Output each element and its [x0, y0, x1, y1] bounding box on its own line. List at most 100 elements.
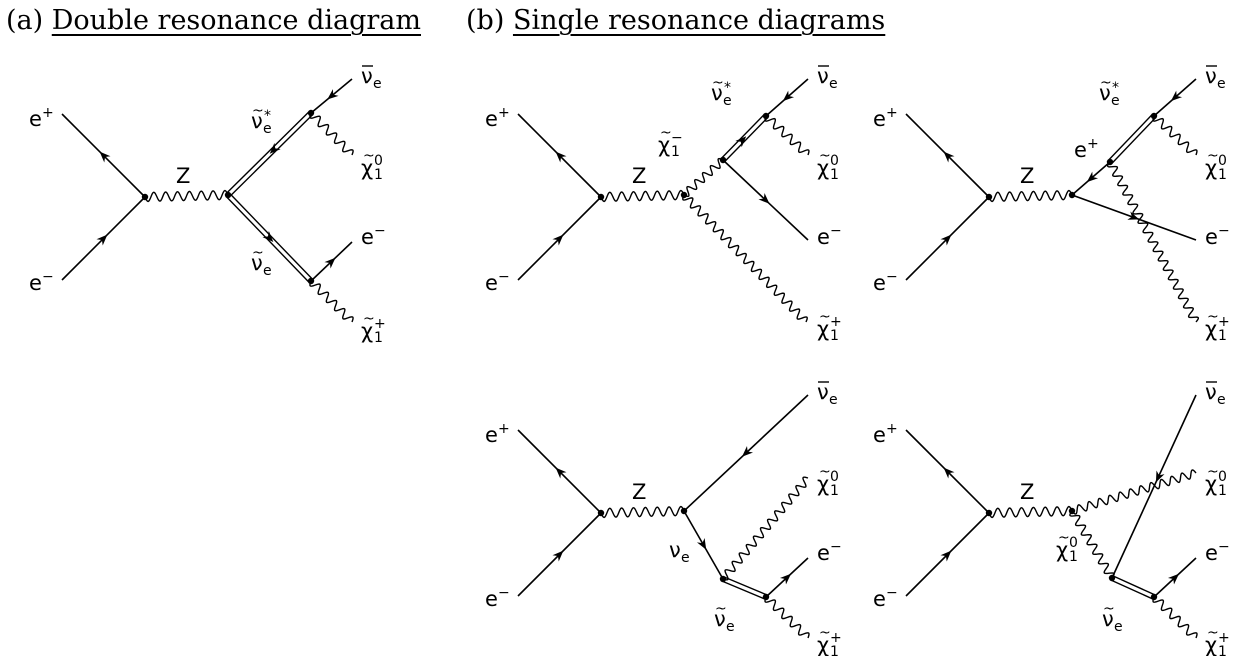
- snu-star-propagator-rail: [724, 117, 769, 163]
- nubar-label-sub: e: [829, 392, 838, 408]
- vertex-dot: [1068, 507, 1076, 515]
- vertex-dot: [1150, 593, 1158, 601]
- snu-star-label: ν: [711, 81, 723, 105]
- e-minus-out-label-sign: −: [1218, 539, 1230, 555]
- chi0-label-tilde: ~: [1207, 464, 1219, 480]
- electron-out-line: [722, 159, 809, 241]
- snu-label: ν: [714, 607, 726, 631]
- chi0-label-sup: 0: [1218, 153, 1227, 169]
- nubar-label-sub: e: [373, 76, 382, 92]
- heading-b-tag: (b): [466, 5, 505, 36]
- snu-propagator-rail: [1112, 575, 1156, 596]
- vertex-dot: [141, 193, 149, 201]
- heading-a-tag: (a): [6, 5, 44, 36]
- snu-star-propagator-rail: [225, 110, 310, 194]
- nubar-label-sub: e: [1217, 76, 1226, 92]
- snu-star-propagator-rail: [1107, 113, 1153, 161]
- e-minus-label-sign: −: [42, 269, 54, 285]
- e-minus-label: e: [485, 271, 498, 295]
- electron-line: [905, 512, 990, 597]
- positron-line: [905, 113, 990, 198]
- heading-b: (b) Single resonance diagrams: [466, 4, 885, 38]
- z-boson-label: Z: [176, 164, 190, 188]
- nubar-label: ν: [1205, 380, 1217, 404]
- chi-plus-label-tilde: ~: [1207, 309, 1219, 325]
- snu-label-sub: e: [263, 263, 272, 279]
- chi0-internal-label-sup: 0: [1069, 535, 1078, 551]
- chi-plus-label: χ: [1205, 317, 1217, 341]
- vertex-dot: [762, 593, 770, 601]
- vertex-dot: [307, 277, 315, 285]
- chi-plus-label: χ: [1205, 633, 1217, 656]
- chi0-label-sup: 0: [1218, 469, 1227, 485]
- e-minus-out-label-sign: −: [830, 223, 842, 239]
- snu-label-tilde: ~: [252, 245, 264, 261]
- heading-b-title: Single resonance diagrams: [512, 5, 886, 36]
- chi0-internal-label: χ: [1056, 538, 1068, 562]
- e-minus-out-label: e: [361, 225, 374, 249]
- z-boson-label: Z: [632, 480, 646, 504]
- chi-plus-label-tilde: ~: [819, 309, 831, 325]
- chi-minus-label: χ: [658, 133, 670, 157]
- vertex-dot: [1068, 191, 1076, 199]
- chi0-internal-line: [1069, 510, 1115, 579]
- positron-line: [905, 429, 990, 514]
- electron-line: [517, 512, 602, 597]
- e-minus-label: e: [29, 271, 42, 295]
- chi0-line: [764, 115, 810, 156]
- nu-label: ν: [669, 538, 681, 562]
- chi0-line: [722, 476, 809, 581]
- z-propagator: [600, 189, 685, 203]
- snu-star-propagator-rail: [1111, 117, 1157, 165]
- e-plus-label: e: [485, 423, 498, 447]
- chi0-label-sup: 0: [374, 153, 383, 169]
- chi-plus-label-sub: 1: [374, 330, 383, 346]
- vertex-dot: [307, 109, 315, 117]
- snu-propagator-arrow: [262, 230, 274, 242]
- e-minus-label: e: [485, 587, 498, 611]
- chi0-label-sub: 1: [830, 167, 839, 183]
- heading-a: (a) Double resonance diagram: [6, 4, 421, 38]
- vertex-dot: [985, 193, 993, 201]
- chi0-label: χ: [1205, 156, 1217, 180]
- e-plus-label: e: [873, 423, 886, 447]
- chi-plus-label-tilde: ~: [363, 311, 375, 327]
- snu-label: ν: [1102, 607, 1114, 631]
- chi-plus-label-sup: +: [1218, 630, 1230, 646]
- electron-out-line: [1153, 557, 1197, 598]
- vertex-dot: [762, 112, 770, 120]
- e-plus-label-sign: +: [498, 421, 510, 437]
- chi0-line: [1152, 115, 1198, 156]
- electron-out-line: [310, 241, 353, 282]
- e-minus-out-label: e: [817, 225, 830, 249]
- chi-plus-label-sub: 1: [830, 328, 839, 344]
- chi0-internal-label-sub: 1: [1069, 549, 1078, 565]
- e-minus-out-label: e: [1205, 225, 1218, 249]
- chi0-label-sub: 1: [1218, 167, 1227, 183]
- nubar-line: [1153, 78, 1197, 117]
- snu-label: ν: [251, 251, 263, 275]
- e-plus-label-sign: +: [886, 421, 898, 437]
- e-plus-internal-label: e: [1074, 138, 1087, 162]
- e-minus-out-label: e: [1205, 541, 1218, 565]
- vertex-dot: [597, 193, 605, 201]
- chi0-label: χ: [817, 156, 829, 180]
- chi-plus-label-sup: +: [1218, 314, 1230, 330]
- chi0-label-sup: 0: [830, 153, 839, 169]
- vertex-dot: [680, 191, 688, 199]
- chi-plus-label-sub: 1: [1218, 328, 1227, 344]
- e-plus-label-sign: +: [498, 105, 510, 121]
- snu-star-label-sub: e: [263, 121, 272, 137]
- e-minus-out-label: e: [817, 541, 830, 565]
- chi0-internal-label-tilde: ~: [1058, 530, 1070, 546]
- snu-star-label-tilde: ~: [712, 75, 724, 91]
- vertex-dot: [224, 191, 232, 199]
- chi0-label-tilde: ~: [1207, 148, 1219, 164]
- chi0-line: [1071, 469, 1197, 515]
- snu-star-propagator-rail: [720, 113, 765, 159]
- chi-plus-label: χ: [817, 317, 829, 341]
- electron-line: [61, 196, 146, 281]
- e-plus-internal-label-sign: +: [1087, 136, 1099, 152]
- chi0-label-sup: 0: [830, 469, 839, 485]
